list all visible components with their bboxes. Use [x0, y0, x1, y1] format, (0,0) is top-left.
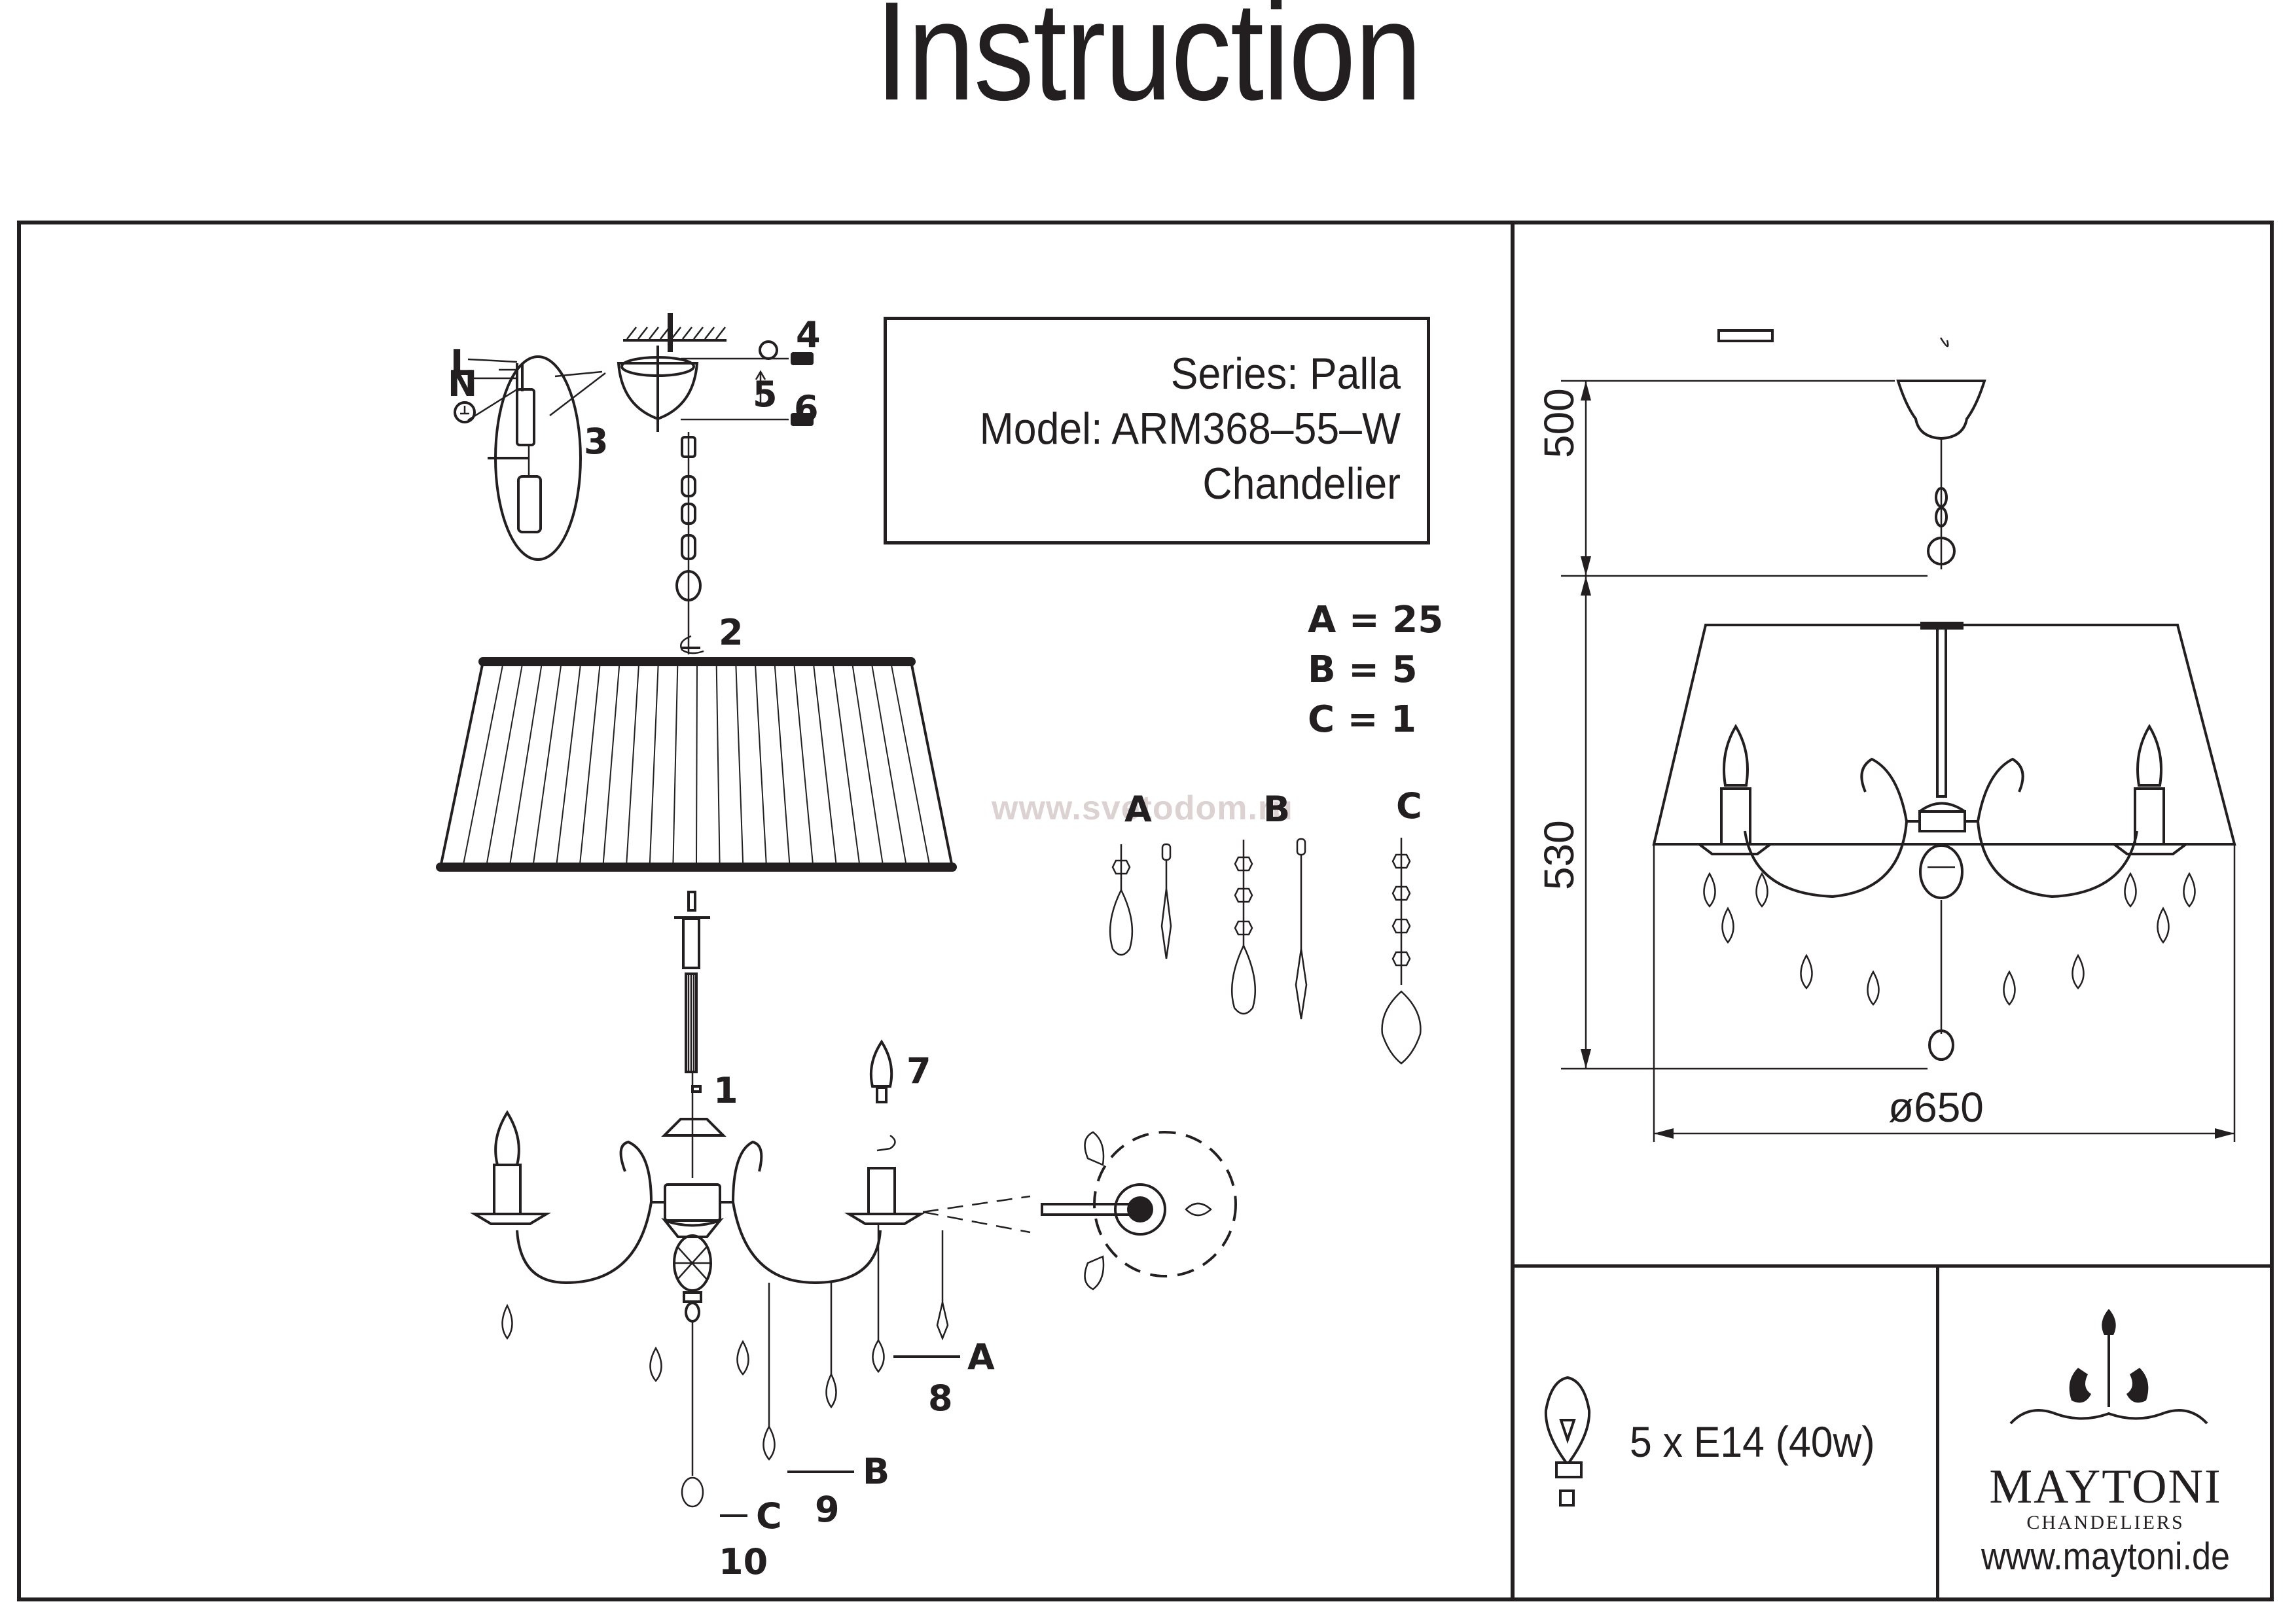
shade-pleat-line: [715, 666, 721, 863]
shade-pleat-line: [774, 666, 791, 863]
shade-pleat-line: [509, 666, 543, 863]
panel-divider-vertical: [1511, 221, 1515, 1601]
detail-callout-circle: [922, 1131, 1237, 1291]
rotate-arrow-icon: [680, 635, 704, 654]
shade-pleat-line: [793, 666, 814, 863]
wire-label-neutral: N: [448, 363, 478, 404]
dimension-height-top: 500: [1535, 388, 1583, 458]
shade-pleat-line: [833, 666, 860, 863]
drawing-frame: [17, 221, 2274, 1601]
brand-subtitle: CHANDELIERS: [2026, 1512, 2185, 1533]
shade-pleat-line: [626, 666, 639, 863]
shade-pleat-line: [871, 666, 906, 863]
crystal-count-b: B = 5: [1308, 649, 1418, 691]
step-label-3: 3: [584, 421, 609, 462]
shade-pleat-line: [579, 666, 601, 863]
bulb-spec: 5 x E14 (40w): [1630, 1418, 1875, 1466]
candle-bulb-icon: [1723, 724, 1749, 787]
wiring-detail-callout: [488, 355, 606, 561]
catalog-label-c: C: [1396, 785, 1422, 827]
step-label-10: 10: [719, 1541, 768, 1582]
bulb-icon: [869, 1039, 893, 1088]
ground-symbol-icon: [454, 401, 476, 423]
model-label: Model: ARM368–55–W: [979, 404, 1401, 454]
shade-pleat-line: [696, 666, 698, 863]
ground-symbol-icon: [759, 340, 778, 360]
part-label-a: A: [967, 1336, 995, 1378]
step-label-6: 6: [794, 388, 819, 429]
part-label-c: C: [756, 1495, 782, 1537]
crystal-catalog-drawing: [1109, 838, 1422, 1065]
shade-pleat-line: [852, 666, 884, 863]
dimension-height-bottom: 530: [1535, 820, 1583, 890]
canopy-drawing: [617, 340, 814, 432]
shade-pleat-line: [486, 666, 523, 863]
brand-website[interactable]: www.maytoni.de: [1981, 1535, 2231, 1578]
dimension-drawing: [1561, 329, 2236, 1142]
shade-pleat-line: [649, 666, 659, 863]
brand-name: MAYTONI: [1989, 1460, 2222, 1514]
catalog-label-a: A: [1124, 789, 1152, 830]
chandelier-body-drawing: [469, 1039, 926, 1476]
crystal-count-list: A = 25 B = 5 C = 1: [1308, 596, 1443, 745]
step-label-1: 1: [713, 1070, 738, 1111]
shade-pleat-line: [602, 666, 620, 863]
shade-pleat-line: [463, 666, 503, 863]
shade-pleat-line: [891, 666, 930, 863]
step-label-8: 8: [928, 1378, 953, 1419]
dimension-diameter: ø650: [1888, 1084, 1984, 1131]
shade-pleat-line: [672, 666, 679, 863]
chain-drawing: [675, 432, 704, 654]
crystal-count-c: C = 1: [1308, 698, 1416, 741]
step-label-9: 9: [815, 1489, 840, 1530]
hanging-crystals-drawing: [501, 1224, 949, 1508]
shade-pleat-line: [735, 666, 744, 863]
lamp-shade-drawing: [436, 657, 957, 872]
step-label-4: 4: [796, 314, 821, 355]
candle-bulb-icon: [494, 1110, 520, 1166]
ceiling-hatch-icon: [623, 313, 726, 352]
shade-pleat-line: [533, 666, 562, 863]
part-label-b: B: [863, 1451, 890, 1492]
step-label-5: 5: [753, 374, 778, 415]
maytoni-logo-icon: [2009, 1309, 2208, 1425]
panel-divider-horizontal: [1511, 1264, 2274, 1268]
bulb-outline-icon: [1544, 1376, 1591, 1507]
catalog-label-b: B: [1263, 789, 1291, 830]
crystal-count-a: A = 25: [1308, 599, 1444, 641]
watermark: www.svetodom.ru: [992, 789, 1293, 827]
rotate-arrow-icon: [876, 1134, 896, 1152]
product-info-box: Series: Palla Model: ARM368–55–W Chandel…: [884, 317, 1430, 544]
wire-label-live: L: [450, 342, 473, 383]
shade-pleat-line: [755, 666, 767, 863]
shade-pleat-line: [813, 666, 837, 863]
candle-bulb-icon: [2136, 724, 2162, 787]
step-label-7: 7: [906, 1050, 931, 1092]
screwdriver-icon: [791, 413, 814, 426]
series-label: Series: Palla: [1170, 349, 1401, 399]
center-rod-drawing: [674, 891, 710, 1073]
footer-divider-vertical: [1936, 1264, 1939, 1601]
step-label-2: 2: [719, 612, 744, 653]
screwdriver-icon: [791, 352, 814, 365]
page-title: Instruction: [874, 0, 1422, 130]
shade-pleat-line: [556, 666, 581, 863]
product-type-label: Chandelier: [1202, 459, 1401, 508]
